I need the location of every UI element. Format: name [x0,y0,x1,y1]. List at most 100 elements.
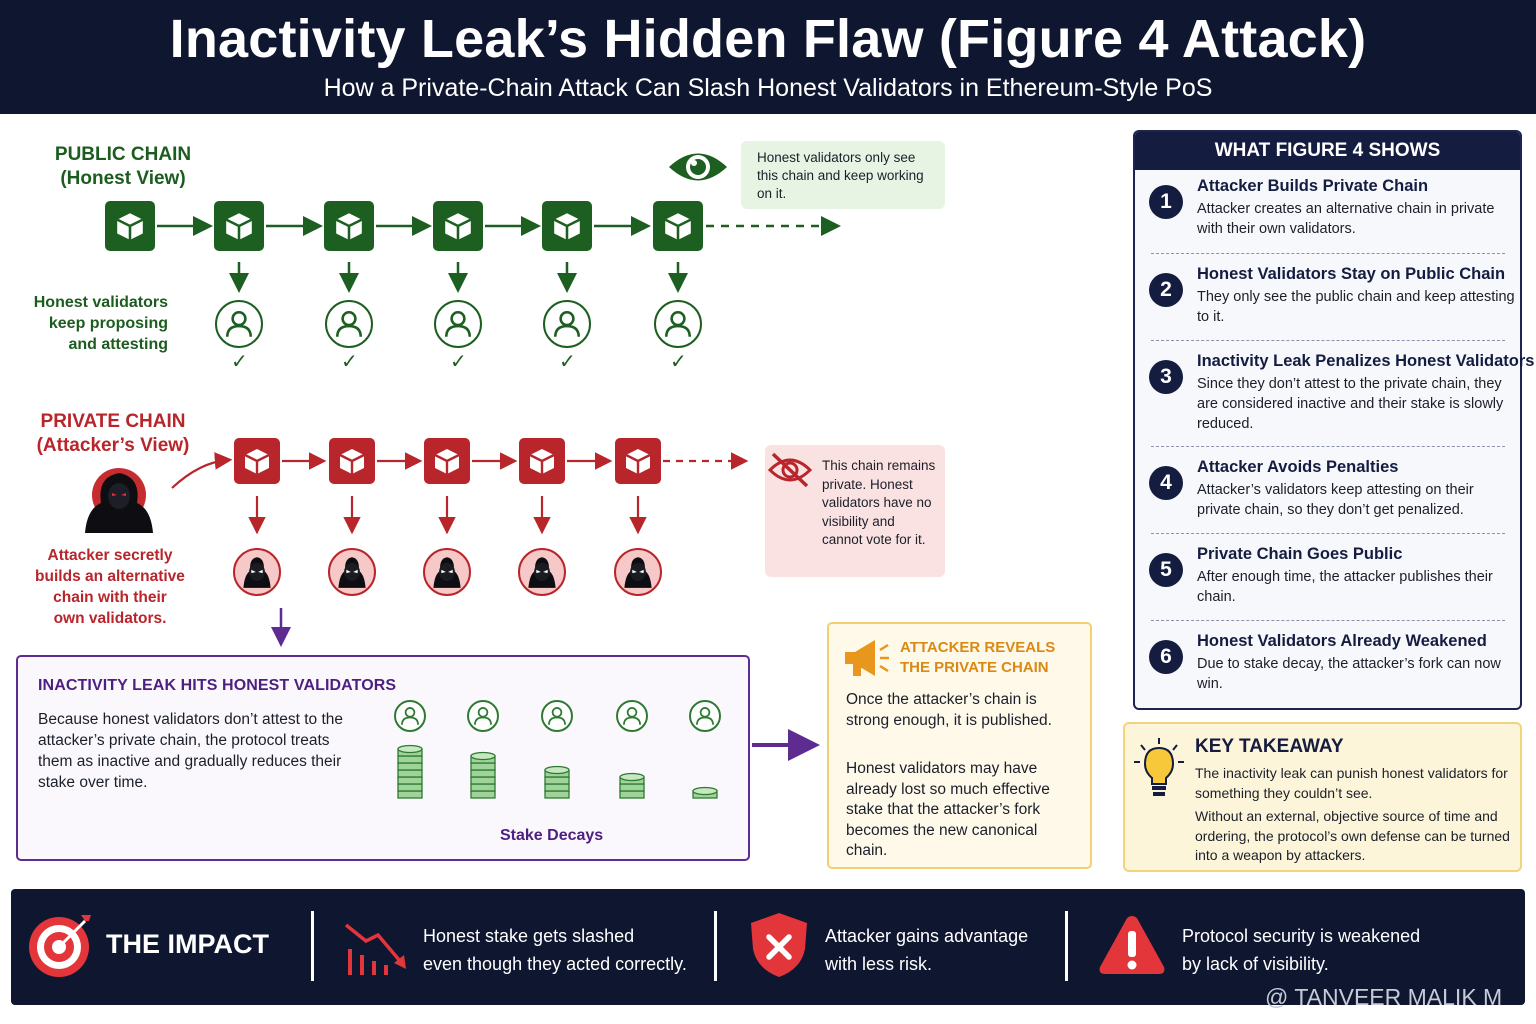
impact-item-1: Honest stake gets slashed even though th… [423,922,687,978]
reveal-paragraph-1: Once the attacker’s chain is strong enou… [846,691,1052,729]
private-chain-note-text: This chain remains private. Honest valid… [822,458,936,547]
public-chain-title: PUBLIC CHAIN (Honest View) [28,143,218,191]
key-takeaway-box: KEY TAKEAWAY The inactivity leak can pun… [1123,722,1522,872]
impact-item-3-line2: by lack of visibility. [1182,954,1329,974]
inactivity-leak-box: INACTIVITY LEAK HITS HONEST VALIDATORS B… [16,655,750,861]
impact-title: THE IMPACT [106,929,269,959]
leak-validator-4 [616,700,648,732]
watermark-text: @ TANVEER MALIK M [1265,984,1503,1010]
honest-validator-2 [325,300,373,348]
step-number-badge: 4 [1149,466,1183,500]
step-description: Due to stake decay, the attacker’s fork … [1197,656,1501,692]
step-description: Since they don’t attest to the private c… [1197,376,1504,432]
lightbulb-icon [1134,738,1184,796]
private-block-3 [424,438,470,484]
eye-slash-icon [767,452,813,488]
header-banner: Inactivity Leak’s Hidden Flaw (Figure 4 … [0,0,1536,114]
check-icon: ✓ [670,351,687,373]
coin-stack-4 [619,772,645,799]
page-subtitle: How a Private-Chain Attack Can Slash Hon… [323,74,1213,102]
target-icon [29,915,91,977]
private-side-line4: own validators. [53,610,167,627]
step-number-badge: 5 [1149,553,1183,587]
step-divider [1151,620,1505,621]
page-title: Inactivity Leak’s Hidden Flaw (Figure 4 … [169,9,1367,69]
attacker-hooded-icon [85,468,153,533]
public-block-6 [653,201,703,251]
eye-icon [669,153,727,181]
public-block-4 [433,201,483,251]
impact-item-3: Protocol security is weakened by lack of… [1182,922,1420,978]
private-chain-title: PRIVATE CHAIN (Attacker’s View) [18,410,208,458]
step-title: Attacker Avoids Penalties [1197,458,1399,476]
coin-stack-2 [470,751,496,799]
public-side-line3: and attesting [68,336,168,353]
coin-stack-5 [692,786,718,799]
megaphone-icon [845,640,889,676]
key-takeaway-paragraph-2: Without an external, objective source of… [1195,808,1510,863]
private-block-2 [329,438,375,484]
public-side-line2: keep proposing [48,315,168,332]
private-chain-side-label: Attacker secretly builds an alternative … [20,545,200,629]
step-number-badge: 2 [1149,273,1183,307]
check-icon: ✓ [231,351,248,373]
impact-item-2: Attacker gains advantage with less risk. [825,922,1028,978]
step-divider [1151,446,1505,447]
reveal-paragraph-2: Honest validators may have already lost … [846,760,1050,859]
step-title: Private Chain Goes Public [1197,545,1403,563]
private-chain-note: This chain remains private. Honest valid… [765,445,945,577]
stake-decays-caption: Stake Decays [500,827,604,844]
public-block-5 [542,201,592,251]
check-icon: ✓ [341,351,358,373]
private-chain-title-line2: (Attacker’s View) [36,435,190,456]
step-title: Honest Validators Stay on Public Chain [1197,265,1506,283]
public-chain-note: Honest validators only see this chain an… [741,141,945,209]
leak-validator-1 [394,700,426,732]
attacker-validator-4 [518,548,566,596]
impact-divider-3 [1065,911,1068,981]
step-number-badge: 1 [1149,185,1183,219]
step-number-badge: 6 [1149,640,1183,674]
attacker-validator-3 [423,548,471,596]
impact-bar: THE IMPACT Honest stake gets slashed eve… [11,889,1525,1005]
private-block-5 [615,438,661,484]
impact-divider-1 [311,911,314,981]
shield-x-icon [751,913,807,977]
step-title: Inactivity Leak Penalizes Honest Validat… [1197,352,1535,370]
author-watermark: @ TANVEER MALIK M [1265,984,1502,1011]
private-side-line2: builds an alternative [35,568,185,585]
step-divider [1151,253,1505,254]
private-side-line3: chain with their [53,589,167,606]
step-description: Attacker creates an alternative chain in… [1197,201,1495,237]
step-description: After enough time, the attacker publishe… [1197,569,1493,605]
step-divider [1151,533,1505,534]
inactivity-leak-text: Because honest validators don’t attest t… [38,711,344,791]
public-chain-title-line2: (Honest View) [60,168,186,189]
public-block-3 [324,201,374,251]
warning-triangle-icon [1099,916,1165,974]
reveal-title-line1: ATTACKER REVEALS [900,639,1056,656]
public-side-line1: Honest validators [33,294,168,311]
impact-item-3-line1: Protocol security is weakened [1182,926,1421,946]
attacker-reveals-title: ATTACKER REVEALS THE PRIVATE CHAIN [900,638,1055,678]
honest-validator-1 [215,300,263,348]
honest-validator-5 [654,300,702,348]
private-block-4 [519,438,565,484]
step-description: Attacker’s validators keep attesting on … [1197,482,1474,518]
public-block-1 [105,201,155,251]
public-chain-title-line1: PUBLIC CHAIN [54,144,192,165]
private-chain-title-line1: PRIVATE CHAIN [40,411,186,432]
impact-item-1-line2: even though they acted correctly. [423,954,687,974]
coin-stack-3 [544,765,570,799]
leak-validator-3 [541,700,573,732]
check-icon: ✓ [559,351,576,373]
attacker-validator-5 [614,548,662,596]
step-title: Honest Validators Already Weakened [1197,632,1487,650]
impact-item-2-line2: with less risk. [825,954,933,974]
private-side-line1: Attacker secretly [47,547,173,564]
step-description: They only see the public chain and keep … [1197,289,1515,325]
key-takeaway-title: KEY TAKEAWAY [1195,736,1344,757]
impact-item-2-line1: Attacker gains advantage [825,926,1029,946]
declining-chart-icon [344,923,406,975]
